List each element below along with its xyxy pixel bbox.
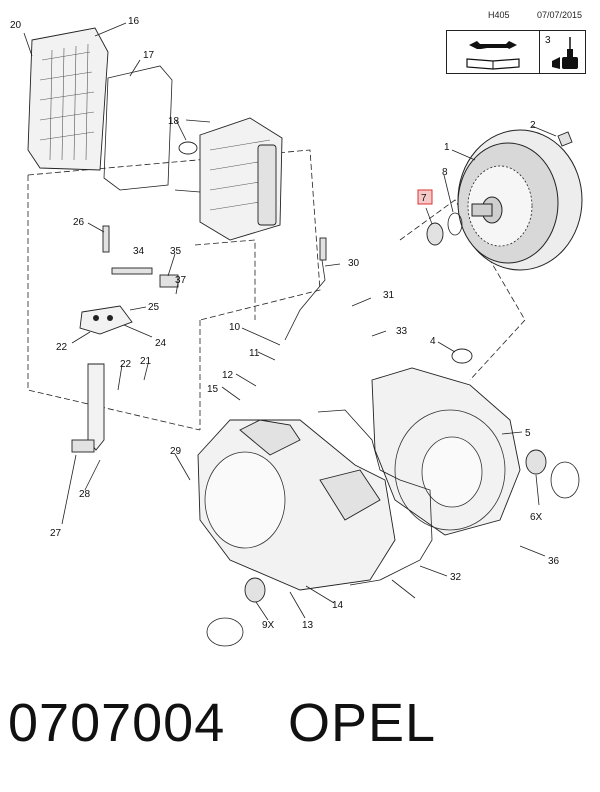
callout-4: 4 xyxy=(430,336,436,347)
callout-1: 1 xyxy=(444,142,450,153)
callout-7: 7 xyxy=(421,193,427,204)
callout-11: 11 xyxy=(249,348,260,359)
legend-number: 3 xyxy=(545,35,551,46)
callout-18: 18 xyxy=(168,116,180,127)
diagram-code: H405 xyxy=(488,10,510,20)
seal-7 xyxy=(426,222,444,246)
legend-box: 3 xyxy=(446,30,586,74)
callout-24: 25 xyxy=(148,302,160,313)
case-gasket-31 xyxy=(317,409,433,586)
axle-seal-9x xyxy=(244,577,266,603)
callout-12: 12 xyxy=(222,370,234,381)
callout-17: 17 xyxy=(143,50,155,61)
fill-tube-29 xyxy=(284,259,326,341)
callout-29: 30 xyxy=(348,258,360,269)
callout-26: 27 xyxy=(50,528,62,539)
callout-2: 2 xyxy=(530,120,536,131)
callout-15: 15 xyxy=(207,384,219,395)
callout-20: 21 xyxy=(140,356,152,367)
callout-10: 10 xyxy=(229,322,241,333)
callout-32: 33 xyxy=(396,326,408,337)
callout-8: 8 xyxy=(442,167,448,178)
valve-34 xyxy=(159,274,179,288)
callout-36: 37 xyxy=(175,275,187,286)
callout-9x: 9X xyxy=(262,620,275,631)
valve-body-cover xyxy=(27,27,109,171)
solenoid-25 xyxy=(102,225,110,253)
transmission-rear-case xyxy=(371,367,521,536)
axle-seal-6x xyxy=(525,449,547,475)
callout-5: 5 xyxy=(525,428,531,439)
callout-23: 24 xyxy=(155,338,167,349)
solenoid-valve-body xyxy=(199,117,283,241)
callout-21: 22 xyxy=(120,359,132,370)
shift-lever-26 xyxy=(87,363,105,451)
bolt-2 xyxy=(557,131,573,147)
callout-27: 28 xyxy=(79,489,91,500)
callout-labels: 20 16 17 18 1 2 8 7 30 31 33 4 5 6X 36 3… xyxy=(10,16,560,631)
valve-body-gasket xyxy=(103,65,173,191)
exploded-transmission-diagram: 20 16 17 18 1 2 8 7 30 31 33 4 5 6X 36 3… xyxy=(10,16,583,647)
callout-34: 35 xyxy=(170,246,182,257)
brand-name: OPEL xyxy=(288,693,437,753)
wrench-book-icon xyxy=(466,41,520,70)
seal-ring-18 xyxy=(178,141,198,155)
callout-33: 34 xyxy=(133,246,145,257)
callout-30: 31 xyxy=(383,290,395,301)
sensor-assembly-22 xyxy=(79,305,133,335)
callout-25: 26 xyxy=(73,217,85,228)
callout-14: 14 xyxy=(332,600,344,611)
lubricant-bottle-icon xyxy=(552,37,578,69)
callout-22: 22 xyxy=(56,342,68,353)
callout-35: 36 xyxy=(548,556,560,567)
callout-31: 32 xyxy=(450,572,462,583)
callout-19: 20 xyxy=(10,20,22,31)
oring-8 xyxy=(447,212,463,236)
callout-6x: 6X xyxy=(530,512,543,523)
callout-13: 13 xyxy=(302,620,314,631)
plug-4 xyxy=(451,348,473,364)
callout-28: 29 xyxy=(170,446,182,457)
callout-16: 16 xyxy=(128,16,140,27)
valve-33 xyxy=(111,267,153,275)
diagram-date: 07/07/2015 xyxy=(537,10,583,20)
transmission-main-case xyxy=(197,419,396,591)
torque-converter xyxy=(457,129,583,271)
part-number: 0707004 xyxy=(8,693,226,753)
highlight-box-7 xyxy=(417,189,433,205)
